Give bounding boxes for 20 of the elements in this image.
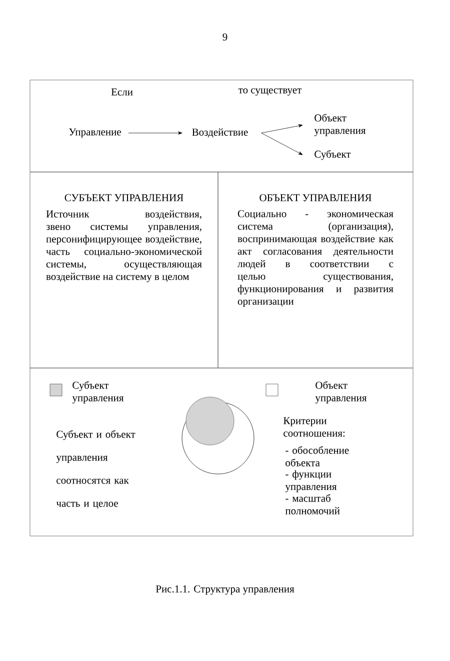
legend-text: Субъект управления	[72, 381, 124, 404]
arrow	[128, 131, 182, 135]
panel-box: ОБЪЕКТ УПРАВЛЕНИЯ Социально - экономическая система (организация), воспринимающая воздействие как акт согласования деятельности людей в соответствии с целью существования, функционирования и развития организации	[218, 172, 414, 368]
column-heading: Если	[111, 88, 133, 96]
list-item: - обособление объекта	[286, 446, 349, 466]
arrow	[261, 132, 303, 155]
node-text: Субъект	[314, 150, 351, 160]
criteria-heading: Критерии соотношения:	[284, 417, 345, 437]
legend-text: Объект управления	[315, 381, 367, 404]
node-text: Воздействие	[192, 128, 248, 138]
page-number: 9	[222, 33, 228, 41]
note-text: Субъект и объект управления соотносятся как часть и целое	[56, 430, 136, 509]
node-text: Объект управления	[314, 114, 366, 136]
node-text: Управление	[69, 128, 121, 138]
panel-box: СУБЪЕКТ УПРАВЛЕНИЯ Источник воздействия, звено системы управления, персонифицирующее воздействие, часть социально-экономической системы, осуществляющая воздействие на систему в целом	[30, 172, 218, 368]
arrow	[261, 124, 303, 134]
list-item: - функции управления	[285, 470, 337, 492]
list-item: - масштаб полномочий	[285, 494, 340, 514]
caption: Рис.1.1. Структура управления	[156, 585, 294, 595]
column-heading: то существует	[238, 88, 302, 96]
